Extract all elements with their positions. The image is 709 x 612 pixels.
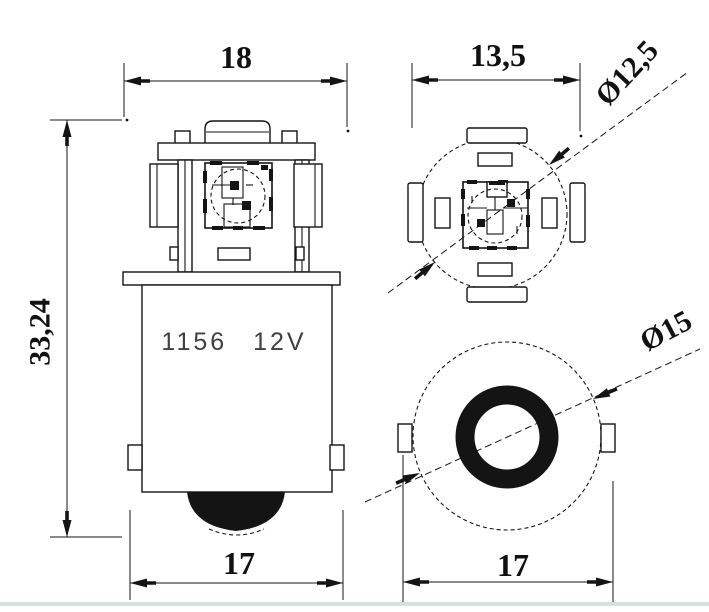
front-view: 1156 12V — [122, 120, 345, 536]
led-cap — [204, 120, 271, 143]
dia15-arrow-upper — [591, 384, 619, 404]
led-module-solder-pads — [203, 161, 273, 230]
dimension-17-bottom: 17 — [402, 455, 614, 604]
led-lens-circle — [210, 168, 266, 224]
dim-18-text: 18 — [220, 39, 252, 75]
dim-13-5-text: 13,5 — [470, 37, 526, 73]
dimension-18: 18 — [123, 39, 348, 127]
contact-ring — [455, 385, 559, 489]
slot-bottom — [477, 262, 513, 277]
top-led-lens-circle — [467, 188, 523, 244]
slot-top — [477, 152, 513, 167]
bump-right — [295, 246, 305, 261]
dimension-13-5: 13,5 — [411, 37, 581, 131]
centerline-marks — [125, 118, 583, 138]
dia125-leader-line — [387, 71, 689, 294]
top-view — [387, 71, 689, 303]
bayonet-pin-left — [127, 444, 143, 471]
footer-strip — [0, 602, 709, 606]
dia125-arrow-upper — [546, 144, 572, 169]
dim-33-24-text: 33,24 — [24, 298, 57, 366]
bottom-tab — [466, 286, 528, 303]
led-module — [204, 162, 273, 229]
ear-left — [149, 163, 179, 228]
led-chip-detail — [212, 166, 253, 228]
bayonet-pin-right — [329, 444, 345, 471]
left-tab — [407, 182, 424, 243]
top-tab — [466, 127, 528, 144]
top-plate — [157, 142, 316, 161]
dia15-leader-line — [364, 348, 701, 503]
bottom-view-pin-right — [600, 423, 616, 453]
base-contact-dome — [187, 492, 285, 531]
bottom-view-pin-left — [397, 423, 413, 453]
bottom-view-outline-circle — [412, 341, 602, 531]
dim-dia-15-text: Ø15 — [635, 304, 698, 358]
top-chip-cap-pad — [489, 181, 505, 185]
top-led-chip-detail — [467, 196, 528, 235]
bulb-body — [141, 284, 333, 493]
bump-left — [169, 246, 179, 261]
dim-17-front-text: 17 — [223, 545, 255, 581]
dim-17-bottom-text: 17 — [497, 547, 529, 583]
dimension-17-front: 17 — [129, 510, 344, 600]
ear-right — [293, 163, 323, 228]
slot-right — [541, 197, 558, 229]
slot-left — [434, 197, 451, 229]
body-marking-text: 1156 12V — [161, 328, 306, 356]
dim-dia-12-5-text: Ø12,5 — [589, 34, 665, 112]
flange — [122, 271, 341, 286]
dimension-33-24: 33,24 — [24, 119, 122, 538]
right-tab — [569, 182, 586, 243]
lower-window — [217, 247, 251, 261]
base-contact-arc — [208, 528, 265, 536]
bottom-view — [364, 341, 701, 531]
